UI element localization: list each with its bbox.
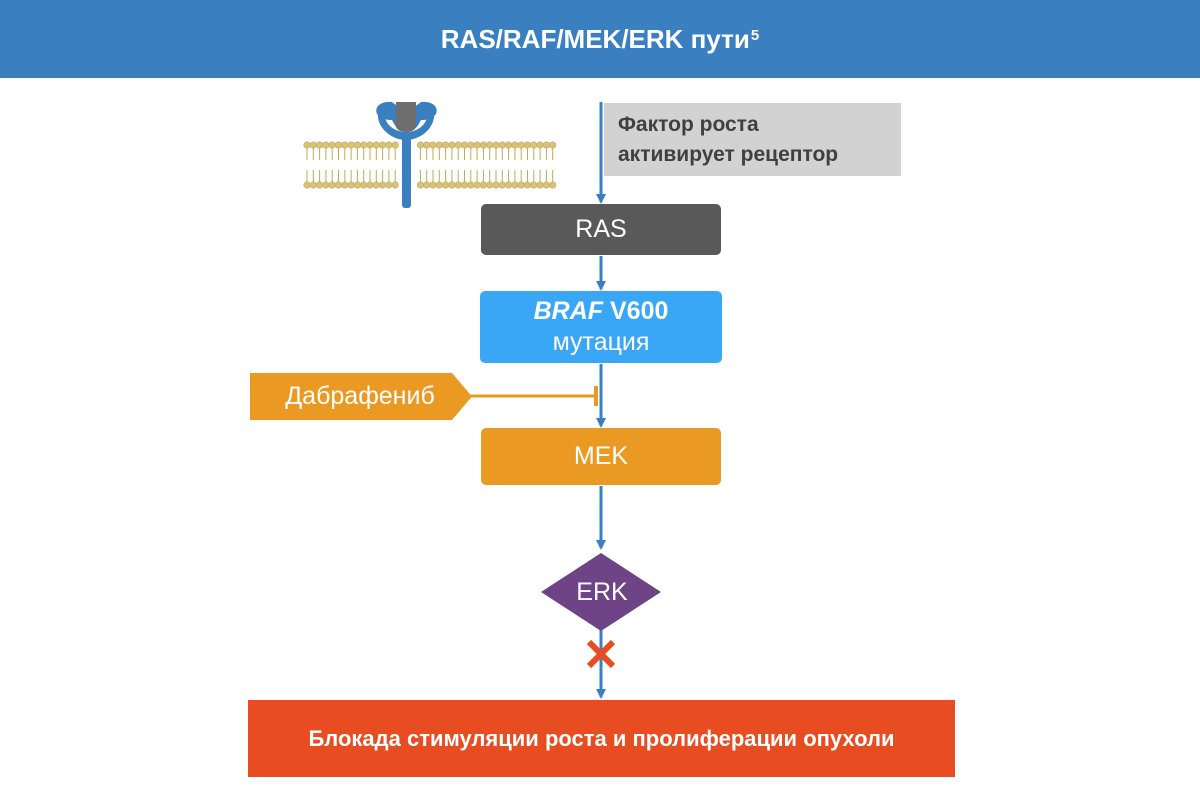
receptor-icon — [376, 101, 437, 208]
cell-membrane-icon — [303, 101, 557, 208]
growth-factor-callout: Фактор роста активирует рецептор — [604, 103, 901, 176]
growth-factor-line1: Фактор роста — [618, 113, 759, 137]
page-title: RAS/RAF/MEK/ERK пути — [440, 23, 750, 54]
outcome-label: Блокада стимуляции роста и пролиферации … — [308, 725, 895, 751]
title-footnote: 5 — [750, 26, 760, 44]
blocked-cross-icon — [586, 639, 616, 669]
dabrafenib-label: Дабрафениб — [285, 382, 435, 410]
braf-line2: мутация — [552, 328, 650, 356]
braf-variant-label: V600 — [610, 296, 669, 325]
erk-label: ERK — [576, 577, 628, 606]
braf-node: BRAF V600 мутация — [480, 291, 722, 363]
ras-node: RAS — [481, 204, 721, 255]
erk-diamond — [541, 553, 661, 631]
braf-line1: BRAF V600 — [534, 296, 669, 327]
mek-node: MEK — [481, 428, 721, 485]
mek-label: MEK — [573, 441, 629, 470]
braf-gene-label: BRAF — [533, 296, 604, 325]
outcome-banner: Блокада стимуляции роста и пролиферации … — [248, 700, 955, 777]
growth-factor-line2: активирует рецептор — [618, 142, 839, 166]
inhibitor-shape — [250, 373, 472, 420]
ras-label: RAS — [575, 214, 627, 243]
